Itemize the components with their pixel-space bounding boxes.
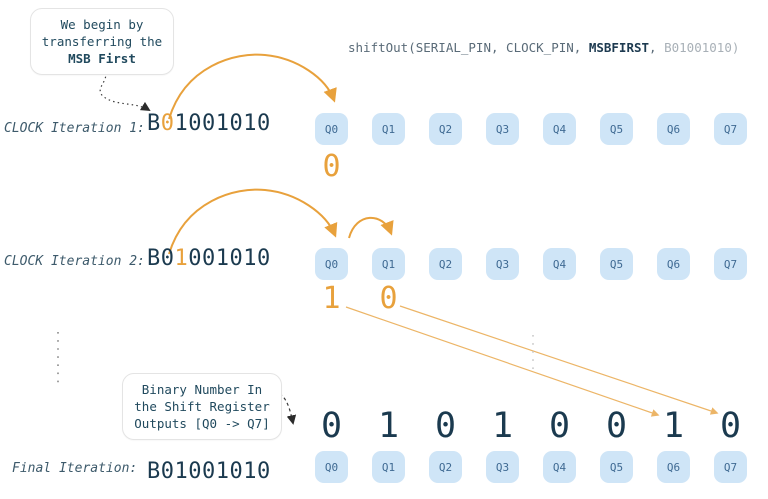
register-label: Q5: [609, 122, 624, 136]
register-box-q4-final: Q4: [543, 451, 576, 483]
register-box-q7-iter1: Q7: [714, 113, 747, 145]
iteration2-bits-before: B0: [147, 246, 175, 271]
arrow-shift-to-q6: [345, 306, 660, 417]
register-box-q3-iter1: Q3: [486, 113, 519, 145]
register-label: Q7: [723, 122, 738, 136]
iteration1-bit-highlighted: 0: [160, 111, 175, 136]
register-box-q2-final: Q2: [429, 451, 462, 483]
register-label: Q7: [723, 257, 738, 271]
register-label: Q3: [495, 122, 510, 136]
final-output-q2: 0: [434, 406, 457, 446]
register-box-q4-iter1: Q4: [543, 113, 576, 145]
register-label: Q1: [381, 460, 396, 474]
code-keyword-msbfirst: MSBFIRST: [588, 40, 650, 55]
code-prefix: shiftOut(SERIAL_PIN, CLOCK_PIN,: [348, 40, 589, 55]
arrow-q0-to-q1-iter2: [348, 216, 394, 239]
register-label: Q3: [495, 257, 510, 271]
register-label: Q6: [666, 257, 681, 271]
register-label: Q6: [666, 122, 681, 136]
iteration1-output-q0: 0: [322, 149, 341, 184]
register-box-q4-iter2: Q4: [543, 248, 576, 280]
register-label: Q3: [495, 460, 510, 474]
register-label: Q2: [438, 257, 453, 271]
iteration2-output-q0: 1: [322, 281, 341, 316]
register-box-q0-iter1: Q0: [315, 113, 348, 145]
iteration2-binary: B01001010: [147, 246, 271, 271]
callout-binary-number: Binary Number In the Shift Register Outp…: [122, 373, 282, 440]
register-label: Q5: [609, 257, 624, 271]
register-box-q5-iter2: Q5: [600, 248, 633, 280]
iteration1-bits-before: B: [147, 111, 161, 136]
code-comma: ,: [649, 40, 665, 55]
arrow-bit-to-q0-iter1: [168, 53, 337, 120]
iteration2-output-q1: 0: [379, 281, 398, 316]
callout-msb-line1: We begin by: [60, 17, 144, 32]
register-box-q1-iter2: Q1: [372, 248, 405, 280]
register-label: Q0: [324, 122, 339, 136]
register-box-q7-final: Q7: [714, 451, 747, 483]
register-label: Q1: [381, 122, 396, 136]
iteration1-label: CLOCK Iteration 1:: [4, 121, 145, 136]
code-line: shiftOut(SERIAL_PIN, CLOCK_PIN, MSBFIRST…: [348, 40, 739, 55]
register-box-q5-iter1: Q5: [600, 113, 633, 145]
register-label: Q7: [723, 460, 738, 474]
callout-binary-line1: Binary Number In: [141, 382, 263, 397]
final-output-q7: 0: [719, 406, 742, 446]
final-output-q6: 1: [662, 406, 685, 446]
register-label: Q2: [438, 122, 453, 136]
arrow-shift-to-q7: [399, 305, 719, 415]
register-box-q6-final: Q6: [657, 451, 690, 483]
register-box-q5-final: Q5: [600, 451, 633, 483]
register-box-q1-final: Q1: [372, 451, 405, 483]
register-box-q3-iter2: Q3: [486, 248, 519, 280]
register-label: Q0: [324, 257, 339, 271]
callout-msb-first: We begin by transferring the MSB First: [30, 8, 174, 75]
register-label: Q1: [381, 257, 396, 271]
register-box-q2-iter1: Q2: [429, 113, 462, 145]
final-output-q1: 1: [377, 406, 400, 446]
final-output-q0: 0: [320, 406, 343, 446]
register-box-q1-iter1: Q1: [372, 113, 405, 145]
register-label: Q4: [552, 460, 567, 474]
final-binary: B01001010: [147, 459, 271, 484]
register-box-q0-iter2: Q0: [315, 248, 348, 280]
iteration2-bit-highlighted: 1: [174, 246, 189, 271]
iteration1-binary: B01001010: [147, 111, 271, 136]
callout-binary-line3: Outputs [Q0 -> Q7]: [134, 416, 270, 431]
final-output-q4: 0: [548, 406, 571, 446]
callout-msb-line3: MSB First: [68, 51, 136, 66]
register-label: Q5: [609, 460, 624, 474]
code-argument: B01001010): [664, 40, 740, 55]
register-box-q6-iter1: Q6: [657, 113, 690, 145]
register-label: Q4: [552, 122, 567, 136]
iteration2-label: CLOCK Iteration 2:: [4, 254, 145, 269]
final-label: Final Iteration:: [12, 461, 138, 476]
callout-msb-line2: transferring the: [41, 34, 163, 49]
callout-binary-line2: the Shift Register: [134, 399, 270, 414]
register-label: Q6: [666, 460, 681, 474]
register-label: Q2: [438, 460, 453, 474]
register-box-q3-final: Q3: [486, 451, 519, 483]
final-output-q5: 0: [605, 406, 628, 446]
register-box-q2-iter2: Q2: [429, 248, 462, 280]
register-label: Q4: [552, 257, 567, 271]
iteration2-bits-after: 001010: [188, 246, 271, 271]
register-box-q0-final: Q0: [315, 451, 348, 483]
arrow-bit-to-q0-iter2: [168, 188, 338, 255]
final-output-q3: 1: [491, 406, 514, 446]
register-box-q6-iter2: Q6: [657, 248, 690, 280]
register-label: Q0: [324, 460, 339, 474]
register-box-q7-iter2: Q7: [714, 248, 747, 280]
iteration1-bits-after: 1001010: [174, 111, 271, 136]
